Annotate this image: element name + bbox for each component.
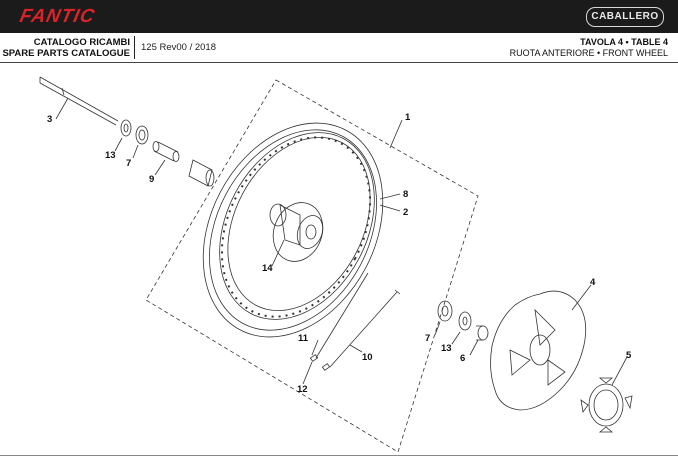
callout-13-right: 13 bbox=[441, 343, 452, 354]
divider bbox=[134, 36, 135, 59]
catalog-header: CATALOGO RICAMBI SPARE PARTS CATALOGUE 1… bbox=[0, 33, 678, 61]
wheel-hub bbox=[269, 202, 324, 262]
bearing-left bbox=[135, 125, 149, 145]
header-bar: FANTIC CABALLERO bbox=[0, 0, 678, 33]
callout-7-right: 7 bbox=[425, 333, 430, 344]
brake-disc bbox=[490, 290, 587, 411]
spacer-tube bbox=[152, 141, 180, 162]
callout-4: 4 bbox=[590, 277, 596, 288]
callout-1: 1 bbox=[405, 112, 411, 123]
bearing-right bbox=[437, 300, 453, 322]
callout-6: 6 bbox=[460, 353, 465, 364]
callout-7-left: 7 bbox=[126, 158, 131, 169]
hub-spacer bbox=[476, 325, 489, 341]
callout-3: 3 bbox=[47, 114, 52, 125]
callout-8: 8 bbox=[403, 189, 408, 200]
caballero-badge: CABALLERO bbox=[586, 7, 664, 27]
callout-11: 11 bbox=[298, 333, 309, 344]
disc-carrier bbox=[580, 377, 633, 433]
bearing-seal-right bbox=[458, 311, 472, 331]
catalog-title-it: CATALOGO RICAMBI bbox=[33, 37, 130, 48]
spoke-set bbox=[309, 272, 401, 371]
bearing-seal-left bbox=[120, 119, 132, 137]
callout-12: 12 bbox=[297, 384, 308, 395]
callout-13-left: 13 bbox=[105, 150, 116, 161]
revision-label: 125 Rev00 / 2018 bbox=[141, 42, 217, 53]
footer-rule bbox=[0, 455, 678, 456]
axle bbox=[39, 76, 119, 126]
callout-5: 5 bbox=[626, 350, 632, 361]
spacer-bushing bbox=[188, 159, 215, 187]
assembly-box bbox=[145, 79, 479, 453]
catalog-title: CATALOGO RICAMBI SPARE PARTS CATALOGUE bbox=[0, 37, 130, 59]
header-rule bbox=[0, 62, 678, 63]
catalog-title-en: SPARE PARTS CATALOGUE bbox=[2, 48, 130, 59]
table-name: RUOTA ANTERIORE • FRONT WHEEL bbox=[509, 48, 668, 58]
callout-10: 10 bbox=[362, 352, 373, 363]
table-title: TAVOLA 4 • TABLE 4 RUOTA ANTERIORE • FRO… bbox=[510, 37, 668, 59]
callout-9: 9 bbox=[149, 174, 154, 185]
table-number: TAVOLA 4 • TABLE 4 bbox=[580, 37, 668, 47]
callout-2: 2 bbox=[403, 207, 408, 218]
callout-14: 14 bbox=[262, 263, 273, 274]
wheel-rim bbox=[202, 122, 384, 338]
